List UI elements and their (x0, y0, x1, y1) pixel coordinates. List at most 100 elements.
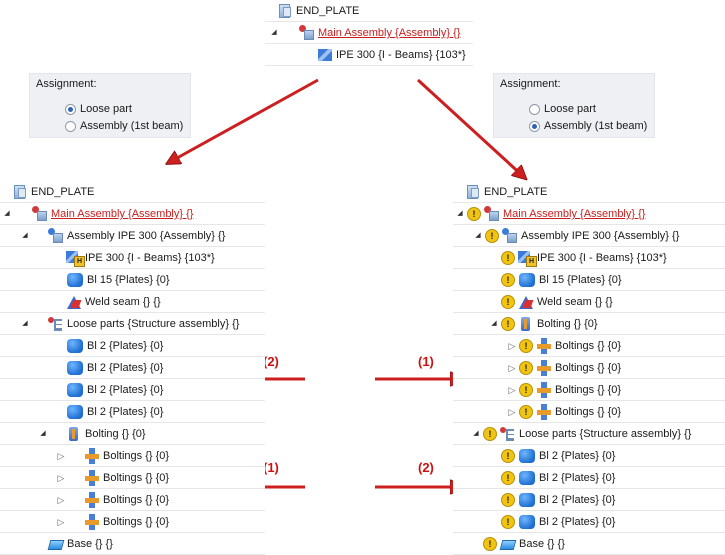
label-left-lower: (1) (263, 460, 279, 475)
tree-row-main-assembly[interactable]: Main Assembly {Assembly} {} (0, 203, 265, 225)
tree-row-plate[interactable]: Bl 2 {Plates} {0} (453, 467, 725, 489)
right-tree: END_PLATE Main Assembly {Assembly} {} As… (453, 181, 725, 555)
expand-toggle[interactable] (20, 225, 30, 247)
structure-icon (48, 316, 64, 332)
tree-row-beam[interactable]: IPE 300 {I - Beams} {103*} (265, 44, 473, 66)
expand-toggle[interactable] (2, 203, 12, 225)
beam-icon (317, 47, 333, 63)
expand-toggle[interactable] (269, 22, 279, 44)
warning-icon (519, 383, 533, 397)
collapse-toggle[interactable] (56, 511, 66, 533)
warning-icon (501, 251, 515, 265)
collapse-toggle[interactable] (507, 357, 517, 379)
tree-row-plate[interactable]: Bl 2 {Plates} {0} (453, 445, 725, 467)
assembly-icon (32, 206, 48, 222)
assembly-icon (484, 206, 500, 222)
tree-row-boltings[interactable]: Boltings {} {0} (0, 445, 265, 467)
warning-icon (501, 295, 515, 309)
tree-row-boltings[interactable]: Boltings {} {0} (0, 489, 265, 511)
bolt-icon (536, 382, 552, 398)
tree-row-base[interactable]: Base {} {} (0, 533, 265, 555)
tree-row-root[interactable]: END_PLATE (265, 0, 473, 22)
tree-row-loose-parts[interactable]: Loose parts {Structure assembly} {} (453, 423, 725, 445)
radio-assembly-first-beam[interactable]: Assembly (1st beam) (65, 118, 183, 134)
tree-row-boltings[interactable]: Boltings {} {0} (453, 357, 725, 379)
tree-row-bolting[interactable]: Bolting {} {0} (0, 423, 265, 445)
warning-icon (483, 427, 497, 441)
warning-icon (501, 471, 515, 485)
collapse-toggle[interactable] (507, 401, 517, 423)
expand-toggle[interactable] (20, 313, 30, 335)
top-tree: END_PLATE Main Assembly {Assembly} {} IP… (265, 0, 473, 66)
tree-row-base[interactable]: Base {} {} (453, 533, 725, 555)
expand-toggle[interactable] (489, 313, 499, 335)
warning-icon (501, 273, 515, 287)
radio-button[interactable] (529, 120, 540, 132)
tree-row-plate[interactable]: Bl 2 {Plates} {0} (0, 401, 265, 423)
radio-loose-part[interactable]: Loose part (65, 101, 132, 117)
tree-row-main-assembly[interactable]: Main Assembly {Assembly} {} (265, 22, 473, 44)
bolt-icon (536, 404, 552, 420)
expand-toggle[interactable] (455, 203, 465, 225)
warning-icon (519, 339, 533, 353)
tree-row-boltings[interactable]: Boltings {} {0} (453, 335, 725, 357)
radio-button[interactable] (65, 103, 76, 115)
base-icon (48, 536, 64, 552)
tree-row-assembly-ipe300[interactable]: Assembly IPE 300 {Assembly} {} (0, 225, 265, 247)
tree-row-weld[interactable]: Weld seam {} {} (0, 291, 265, 313)
tree-row-beam[interactable]: IPE 300 {I - Beams} {103*} (453, 247, 725, 269)
structure-icon (500, 426, 516, 442)
collapse-toggle[interactable] (56, 445, 66, 467)
assignment-panel-left: Assignment: Loose part Assembly (1st bea… (29, 73, 191, 138)
bolt-icon (536, 338, 552, 354)
radio-assembly-first-beam[interactable]: Assembly (1st beam) (529, 118, 647, 134)
warning-icon (519, 361, 533, 375)
tree-row-bolting[interactable]: Bolting {} {0} (453, 313, 725, 335)
plate-icon (519, 273, 535, 287)
plate-icon (519, 493, 535, 507)
collapse-toggle[interactable] (507, 379, 517, 401)
left-tree: END_PLATE Main Assembly {Assembly} {} As… (0, 181, 265, 555)
tree-row-boltings[interactable]: Boltings {} {0} (0, 467, 265, 489)
tree-row-plate[interactable]: Bl 2 {Plates} {0} (453, 511, 725, 533)
warning-icon (483, 537, 497, 551)
tree-row-boltings[interactable]: Boltings {} {0} (453, 401, 725, 423)
assembly-icon (502, 228, 518, 244)
tree-row-loose-parts[interactable]: Loose parts {Structure assembly} {} (0, 313, 265, 335)
assembly-icon (48, 228, 64, 244)
collapse-toggle[interactable] (507, 335, 517, 357)
tree-row-boltings[interactable]: Boltings {} {0} (453, 379, 725, 401)
radio-button[interactable] (65, 120, 76, 132)
tree-row-plate[interactable]: Bl 15 {Plates} {0} (0, 269, 265, 291)
warning-icon (485, 229, 499, 243)
expand-toggle[interactable] (38, 423, 48, 445)
radio-loose-part[interactable]: Loose part (529, 101, 596, 117)
bolt-icon (84, 514, 100, 530)
plate-icon (67, 361, 83, 375)
plate-icon (519, 471, 535, 485)
tree-row-main-assembly[interactable]: Main Assembly {Assembly} {} (453, 203, 725, 225)
bolt-icon (84, 492, 100, 508)
tree-row-plate[interactable]: Bl 2 {Plates} {0} (453, 489, 725, 511)
label-right-upper: (1) (418, 354, 434, 369)
tree-row-plate[interactable]: Bl 2 {Plates} {0} (0, 335, 265, 357)
document-icon (277, 3, 293, 19)
radio-button[interactable] (529, 103, 540, 115)
expand-toggle[interactable] (471, 423, 481, 445)
tree-row-assembly-ipe300[interactable]: Assembly IPE 300 {Assembly} {} (453, 225, 725, 247)
tree-row-root[interactable]: END_PLATE (0, 181, 265, 203)
tree-row-root[interactable]: END_PLATE (453, 181, 725, 203)
tree-row-boltings[interactable]: Boltings {} {0} (0, 511, 265, 533)
collapse-toggle[interactable] (56, 467, 66, 489)
collapse-toggle[interactable] (56, 489, 66, 511)
tree-row-plate[interactable]: Bl 2 {Plates} {0} (0, 357, 265, 379)
warning-icon (501, 449, 515, 463)
bolt-icon (84, 470, 100, 486)
tree-row-plate[interactable]: Bl 15 {Plates} {0} (453, 269, 725, 291)
expand-toggle[interactable] (473, 225, 483, 247)
tree-row-plate[interactable]: Bl 2 {Plates} {0} (0, 379, 265, 401)
tree-row-beam[interactable]: IPE 300 {I - Beams} {103*} (0, 247, 265, 269)
warning-icon (467, 207, 481, 221)
tree-row-weld[interactable]: Weld seam {} {} (453, 291, 725, 313)
beam-icon (518, 250, 537, 267)
